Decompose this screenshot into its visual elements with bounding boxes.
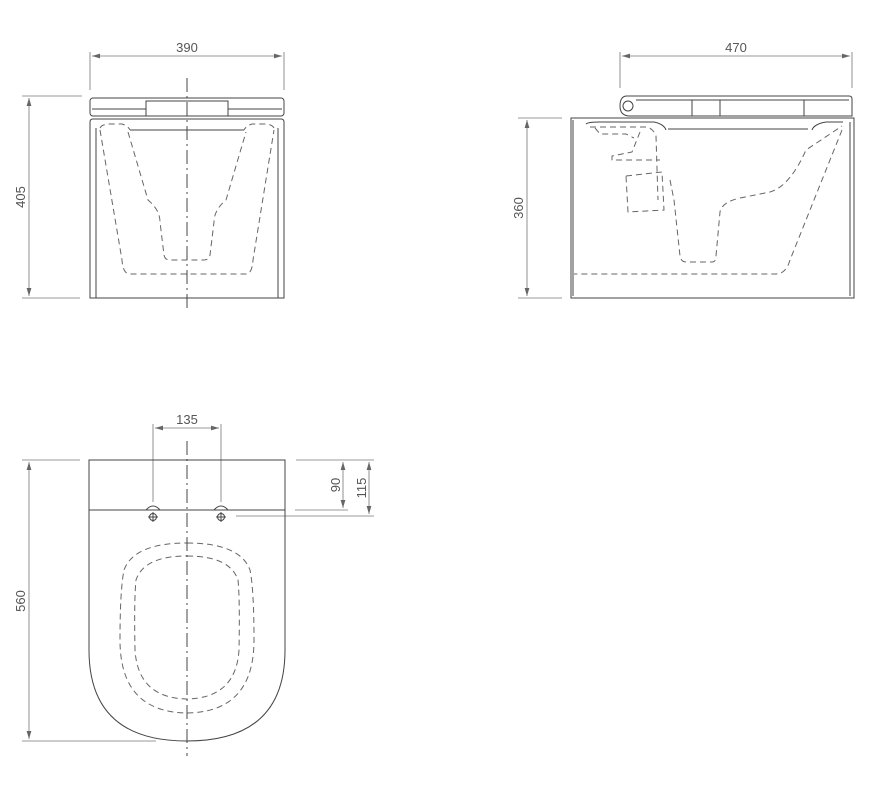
bolt-offset-90-label: 90 bbox=[328, 478, 343, 492]
bolt-hole-right-icon bbox=[213, 505, 229, 522]
length-label: 560 bbox=[13, 590, 28, 612]
side-view: 470 360 bbox=[511, 40, 855, 299]
side-height-label: 360 bbox=[511, 197, 526, 219]
bolt-hole-left-icon bbox=[145, 505, 161, 522]
side-depth-label: 470 bbox=[725, 40, 747, 55]
top-view: 135 560 90 115 bbox=[13, 412, 374, 756]
front-width-label: 390 bbox=[176, 40, 198, 55]
front-height-label: 405 bbox=[13, 186, 28, 208]
front-view: 390 405 bbox=[13, 40, 285, 312]
bolt-offset-115-label: 115 bbox=[354, 478, 369, 499]
bolt-spacing-label: 135 bbox=[176, 412, 198, 427]
